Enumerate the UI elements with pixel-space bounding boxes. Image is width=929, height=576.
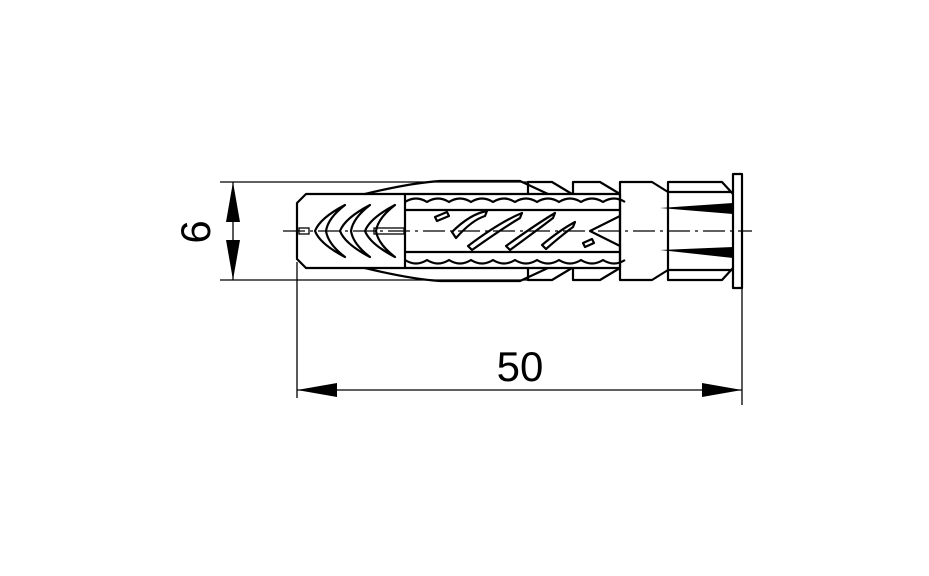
barb-1 xyxy=(526,180,573,282)
scallops xyxy=(404,197,626,265)
length-label: 50 xyxy=(497,343,544,390)
chevron-ribs xyxy=(298,203,405,259)
length-dimension: 50 xyxy=(296,262,743,405)
wall-plug xyxy=(295,172,744,290)
diameter-label: 6 xyxy=(172,220,219,243)
barb-2 xyxy=(571,180,621,282)
spiral-ribs xyxy=(433,209,621,252)
diameter-dimension: 6 xyxy=(172,181,528,281)
flange xyxy=(731,172,744,290)
